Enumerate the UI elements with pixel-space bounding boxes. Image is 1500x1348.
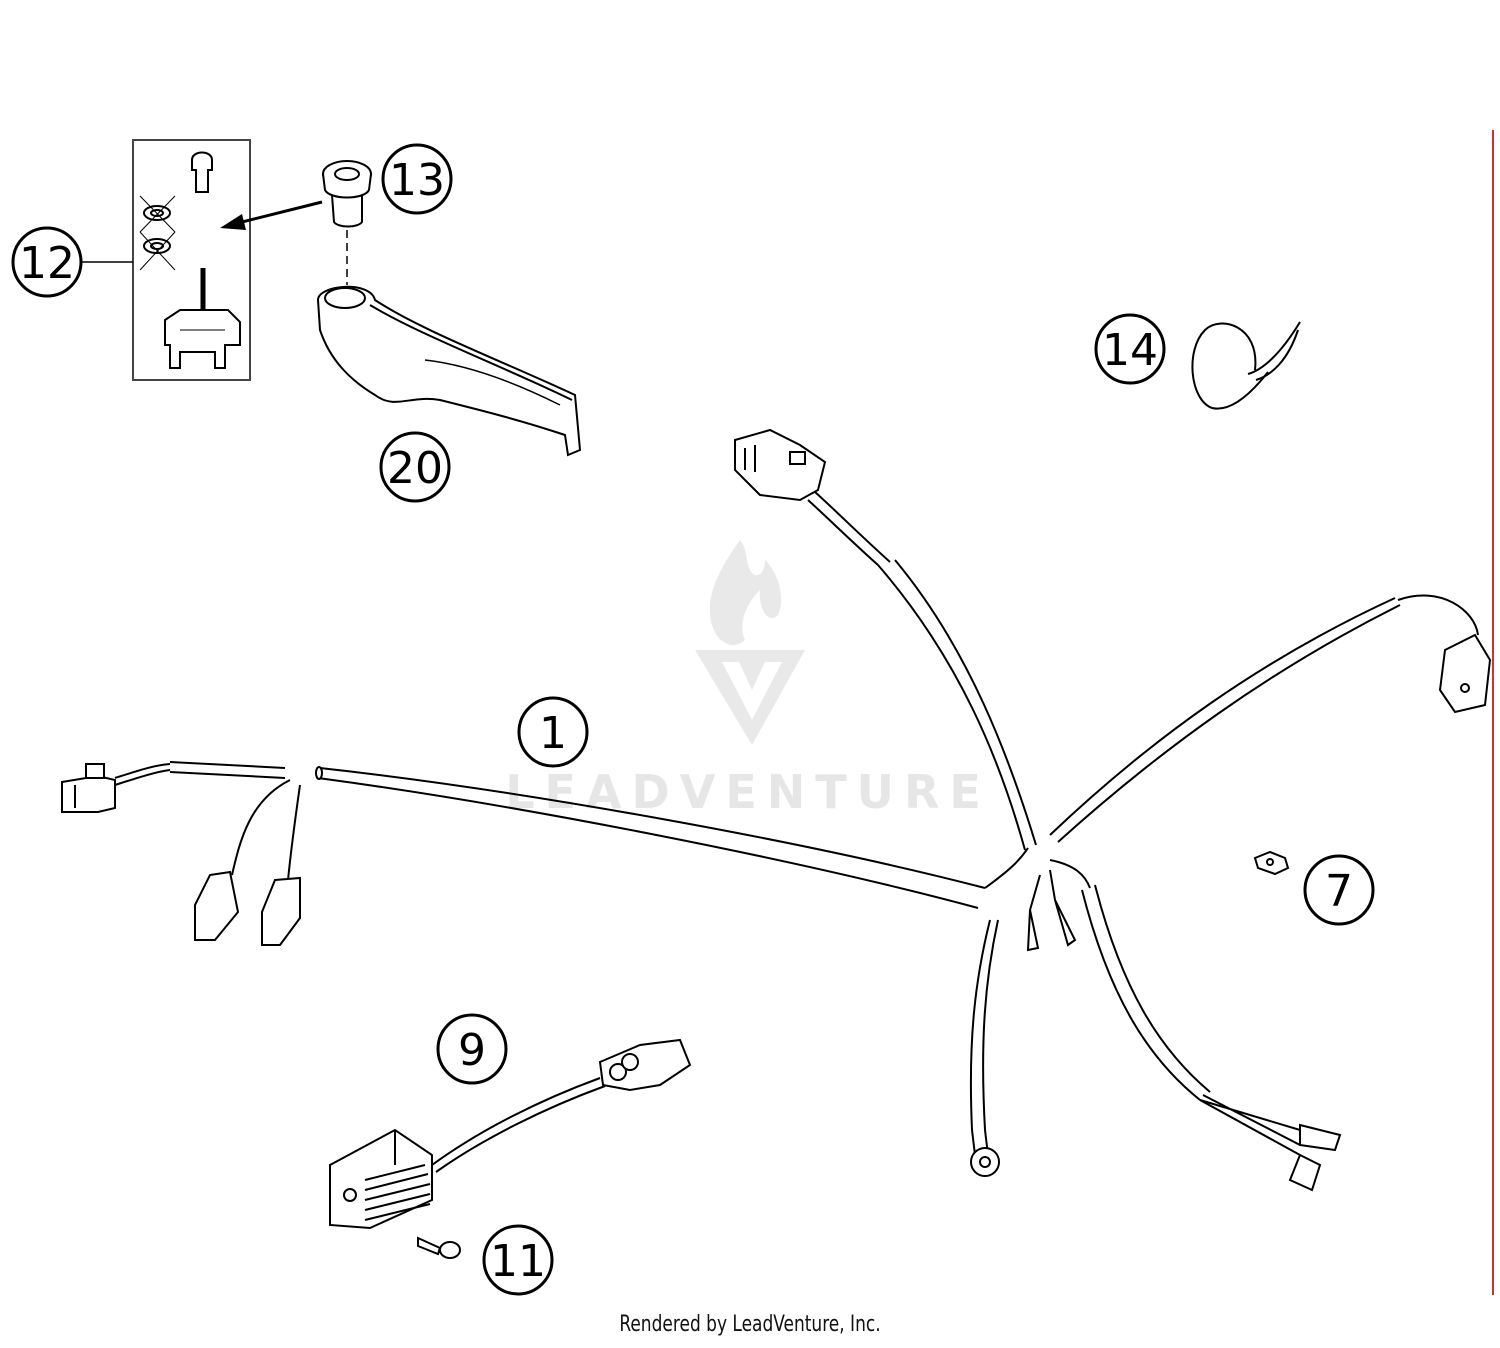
svg-text:11: 11 [490,1236,546,1287]
callout-1: 1 [517,696,589,768]
part-9-regulator [329,1038,692,1230]
callout-20: 20 [379,431,451,503]
svg-text:20: 20 [387,443,443,494]
assembly-arrow [220,200,323,230]
part-7-clip [1253,850,1290,876]
svg-text:14: 14 [1102,325,1158,376]
part-13-grommet [322,160,372,228]
callout-7: 7 [1303,854,1375,926]
part-20-bracket [316,285,582,457]
svg-text:7: 7 [1325,866,1353,917]
part-11-screw [417,1236,461,1259]
credit-text: Rendered by LeadVenture, Inc. [619,1312,881,1337]
part-1-wiring-harness [61,428,1492,1192]
svg-text:13: 13 [389,155,445,206]
part-12-exploded-view [132,139,251,381]
svg-text:9: 9 [458,1025,486,1076]
leadventure-watermark-logo [695,540,805,745]
svg-text:12: 12 [19,238,75,289]
callout-9: 9 [436,1013,508,1085]
callout-11: 11 [482,1224,554,1296]
svg-text:1: 1 [539,708,567,759]
callout-14: 14 [1094,313,1166,385]
part-14-cable-tie [1191,321,1301,410]
watermark-text: LEADVENTURE [505,765,991,819]
callout-12: 12 [11,226,83,298]
callout-13: 13 [381,143,453,215]
